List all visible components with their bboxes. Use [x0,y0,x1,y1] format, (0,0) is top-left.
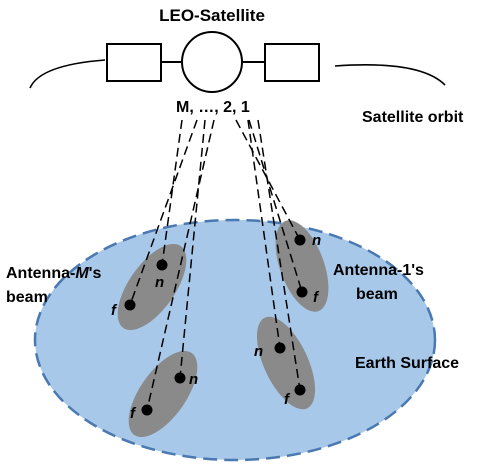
satellite [106,31,320,93]
user-points [124,234,308,416]
beam-lines [129,119,303,411]
solar-panel-right [264,43,320,82]
label-n: n [312,232,321,249]
earth-surface [33,218,437,462]
label-n: n [254,343,263,360]
antenna-m-beam-label-line2: beam [6,289,48,306]
satellite-orbit-arc [29,59,446,89]
solar-panel-left [106,43,162,82]
label-n: n [189,371,198,388]
satellite-body [181,31,243,93]
satellite-orbit-label: Satellite orbit [362,109,464,126]
user-point-near [274,342,286,354]
antenna-1-beam-label-line2: beam [356,286,398,303]
label-f: f [130,405,137,422]
user-point-near [294,234,306,246]
footprint-antenna-1-top [275,220,329,312]
user-point-far [141,404,153,416]
user-point-far [124,299,136,311]
user-labels: n f n f n f n f [111,232,321,422]
antenna-m-beam-label: Antenna-M's [6,265,101,282]
label-f: f [284,391,291,408]
user-point-near [156,259,168,271]
user-point-near [174,372,186,384]
footprint-antenna-m-top [117,243,187,331]
antenna-1-beam-label: Antenna-1's [333,262,424,279]
label-n: n [155,274,164,291]
user-point-far [294,384,306,396]
earth-surface-label: Earth Surface [355,355,459,372]
satellite-title: LEO-Satellite [159,6,265,25]
label-f: f [313,289,320,306]
label-f: f [111,302,118,319]
antenna-index-label: M, …, 2, 1 [176,99,250,116]
user-point-far [296,286,308,298]
